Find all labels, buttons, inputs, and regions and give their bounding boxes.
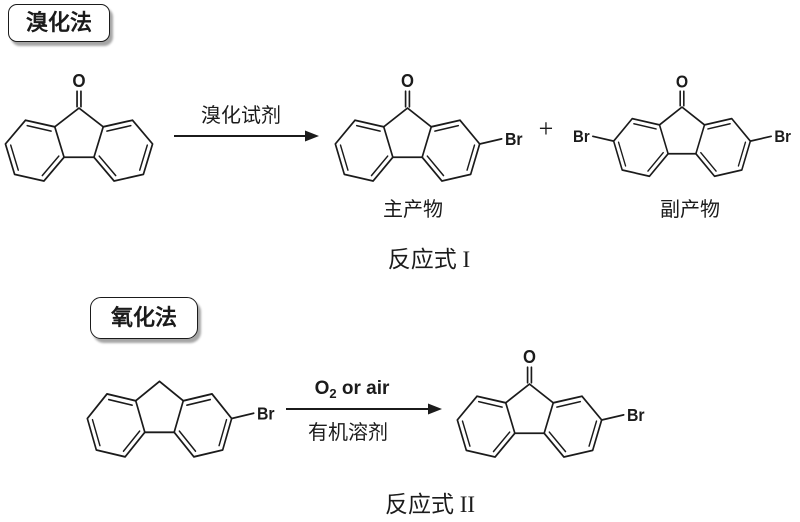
carbonyl-double-bond	[526, 366, 533, 384]
oxidant-suffix: or air	[336, 378, 390, 399]
equation-2-caption: 反应式 II	[384, 492, 476, 517]
equation-1-caption: 反应式 I	[387, 247, 471, 272]
carbonyl-double-bond	[76, 90, 82, 108]
arrow-head	[428, 403, 442, 415]
oxidation-method-box: 氧化法	[90, 297, 198, 339]
fluorene-ring-skeleton	[86, 380, 233, 458]
fluorene-ring-skeleton	[334, 107, 481, 182]
oxygen-label: O	[676, 73, 688, 92]
molecule-fluorenone: O	[4, 71, 154, 182]
bromine-label: Br	[627, 405, 645, 425]
arrow-reagent-label: 溴化试剂	[201, 105, 281, 127]
molecule-2-bromofluorenone-main-product: O Br	[334, 71, 523, 182]
oxidant-subscript: 2	[329, 386, 337, 401]
carbon-bromine-bond	[230, 412, 255, 420]
oxygen-label: O	[72, 71, 85, 92]
byproduct-caption: 副产物	[660, 199, 720, 221]
oxygen-label: O	[401, 71, 414, 92]
oxidant-conditions-label: O2 or air	[277, 378, 427, 401]
fluorene-ring-skeleton	[612, 106, 752, 178]
fluorene-ring-skeleton	[4, 107, 154, 182]
carbon-bromine-bond-left	[591, 135, 615, 142]
molecule-2-bromofluorene: Br	[86, 380, 275, 458]
main-product-caption: 主产物	[383, 199, 443, 221]
bromine-label-right: Br	[774, 128, 791, 146]
reaction-arrow-1	[174, 130, 319, 142]
carbon-bromine-bond-right	[749, 135, 773, 142]
carbonyl-double-bond	[679, 90, 685, 107]
bromine-label: Br	[257, 403, 275, 423]
carbonyl-double-bond	[404, 90, 411, 108]
bromination-method-box: 溴化法	[8, 4, 110, 42]
carbon-bromine-bond	[600, 413, 625, 421]
molecule-2-7-dibromofluorenone-byproduct: O Br Br	[573, 73, 791, 178]
arrow-head	[305, 130, 319, 142]
solvent-label: 有机溶剂	[308, 422, 388, 444]
bromine-label: Br	[505, 129, 523, 149]
oxidant-base: O	[314, 378, 330, 399]
molecule-2-bromofluorenone-product: O Br	[456, 347, 645, 458]
plus-sign: +	[538, 114, 554, 143]
reaction-arrow-2	[286, 403, 442, 415]
carbon-bromine-bond	[478, 137, 503, 145]
oxygen-label: O	[523, 347, 536, 368]
fluorene-ring-skeleton	[456, 383, 603, 458]
bromine-label-left: Br	[573, 128, 590, 146]
